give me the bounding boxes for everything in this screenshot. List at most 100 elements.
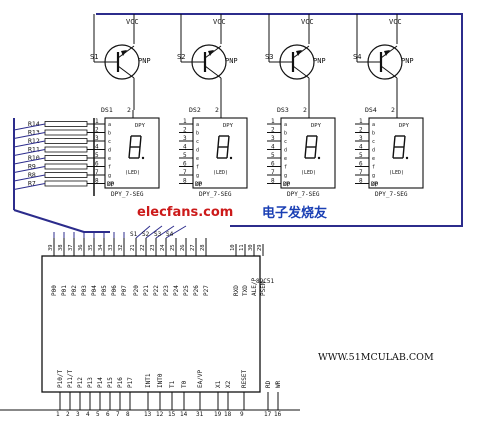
resistor-body bbox=[44, 155, 88, 161]
mcu-pin-name: P25 bbox=[183, 285, 190, 296]
segment-stroke bbox=[216, 146, 219, 159]
collector-diag bbox=[117, 65, 135, 79]
select-line-label: S4 bbox=[166, 231, 174, 238]
display-pin2: 2 bbox=[391, 106, 395, 114]
vcc-label: VCC bbox=[126, 18, 139, 26]
segment-name: b bbox=[284, 131, 287, 137]
mcu-pin-name: P00 bbox=[51, 285, 58, 296]
segment-name: dp bbox=[372, 182, 378, 188]
emitter-diag bbox=[380, 45, 398, 59]
display-type: DPY bbox=[311, 123, 322, 129]
mcu-pin-name: P21 bbox=[143, 285, 150, 296]
bus-entry bbox=[13, 123, 46, 131]
resistor-r13: R13 bbox=[13, 129, 91, 139]
mcu-pin-number: 36 bbox=[78, 244, 84, 251]
mcu-pin-name: PSEN bbox=[260, 281, 267, 296]
display-pin-number: 4 bbox=[359, 144, 363, 151]
mcu-pin-number: 12 bbox=[156, 411, 164, 418]
resistor-ref: R7 bbox=[28, 180, 36, 188]
display-pin-number: 3 bbox=[359, 135, 363, 142]
segment-name: e bbox=[372, 156, 375, 162]
segment-name: c bbox=[372, 139, 375, 145]
segment-name: d bbox=[196, 148, 199, 154]
mcu-pin-number: 4 bbox=[86, 411, 90, 418]
decimal-point bbox=[405, 156, 409, 160]
display-pin-number: 7 bbox=[359, 169, 363, 176]
display-pin-number: 8 bbox=[183, 178, 187, 185]
mcu-pin-number: 39 bbox=[48, 244, 54, 251]
mcu-pin-number: 1 bbox=[56, 411, 60, 418]
segment-name: b bbox=[372, 131, 375, 137]
mcu-pin-name: P14 bbox=[97, 377, 104, 388]
mcu-pin-name: RXD bbox=[233, 285, 240, 296]
segment-stroke bbox=[227, 135, 230, 148]
select-line bbox=[165, 225, 187, 239]
resistor-body bbox=[44, 146, 88, 153]
mcu-pin-number: 14 bbox=[180, 411, 188, 418]
resistor-body bbox=[44, 129, 88, 136]
mcu-pin-number: 33 bbox=[108, 244, 114, 251]
display-pin-number: 8 bbox=[95, 178, 99, 185]
resistor-r14: R14 bbox=[13, 120, 91, 131]
mcu-pin-name: P04 bbox=[91, 285, 98, 296]
wiring-layer bbox=[13, 13, 463, 239]
segment-name: e bbox=[196, 156, 199, 162]
mcu-pin-number: 21 bbox=[130, 244, 136, 251]
resistor-r9: R9 bbox=[13, 163, 91, 173]
transistor-type: PNP bbox=[225, 57, 238, 65]
mcu-pin-name: RD bbox=[265, 380, 272, 388]
select-line bbox=[145, 225, 163, 239]
mcu-pin-number: 19 bbox=[214, 411, 222, 418]
decimal-point bbox=[317, 156, 321, 160]
display-type: DPY bbox=[399, 123, 410, 129]
resistor-ref: R10 bbox=[28, 154, 40, 162]
segment-name: dp bbox=[108, 182, 114, 188]
resistor-r10: R10 bbox=[13, 154, 91, 165]
segment-stroke bbox=[392, 146, 395, 159]
segment-name: a bbox=[108, 122, 111, 128]
dp-label: DP bbox=[195, 181, 203, 188]
segment-stroke bbox=[393, 135, 396, 148]
segment-name: d bbox=[284, 148, 287, 154]
mcu-pin-number: 30 bbox=[248, 244, 254, 251]
mcu-pin-name: P15 bbox=[107, 377, 114, 388]
mcu-pin-name: P16 bbox=[117, 377, 124, 388]
display-body bbox=[104, 117, 160, 189]
display-pin-number: 8 bbox=[271, 178, 275, 185]
mcu-pin-number: 10 bbox=[230, 244, 236, 251]
display-inner-label: (LED) bbox=[213, 170, 228, 176]
resistor-r11: R11 bbox=[13, 146, 91, 156]
select-line-label: S2 bbox=[142, 231, 150, 238]
display-pin-number: 1 bbox=[271, 118, 275, 125]
segment-name: g bbox=[284, 173, 287, 179]
resistor-ref: R9 bbox=[28, 163, 36, 171]
watermark: elecfans.com 电子发烧友 bbox=[128, 201, 327, 223]
display-inner-label: (LED) bbox=[125, 170, 140, 176]
emitter-arrow bbox=[208, 50, 214, 56]
resistor-r12: R12 bbox=[13, 137, 91, 148]
segment-stroke bbox=[315, 135, 318, 148]
mcu-pin-name: INT0 bbox=[157, 373, 164, 388]
segment-stroke bbox=[139, 135, 142, 148]
mcu-pin-name: TXD bbox=[242, 285, 249, 296]
display-pin-number: 8 bbox=[359, 178, 363, 185]
transistor-ref: S1 bbox=[90, 53, 98, 61]
vcc-label: VCC bbox=[213, 18, 226, 26]
mcu-pin-number: 38 bbox=[58, 244, 64, 251]
display-pin-number: 3 bbox=[95, 135, 99, 142]
segment-name: c bbox=[284, 139, 287, 145]
select-line bbox=[155, 225, 175, 239]
display-pin-number: 1 bbox=[359, 118, 363, 125]
mcu-pin-number: 8 bbox=[126, 411, 130, 418]
bus-entry bbox=[13, 132, 46, 139]
segment-name: d bbox=[108, 148, 111, 154]
mcu-pin-name: P17 bbox=[127, 377, 134, 388]
website-label: WWW.51MCULAB.COM bbox=[318, 352, 434, 363]
segment-name: c bbox=[196, 139, 199, 145]
emitter-arrow bbox=[384, 50, 390, 56]
segment-name: c bbox=[108, 139, 111, 145]
